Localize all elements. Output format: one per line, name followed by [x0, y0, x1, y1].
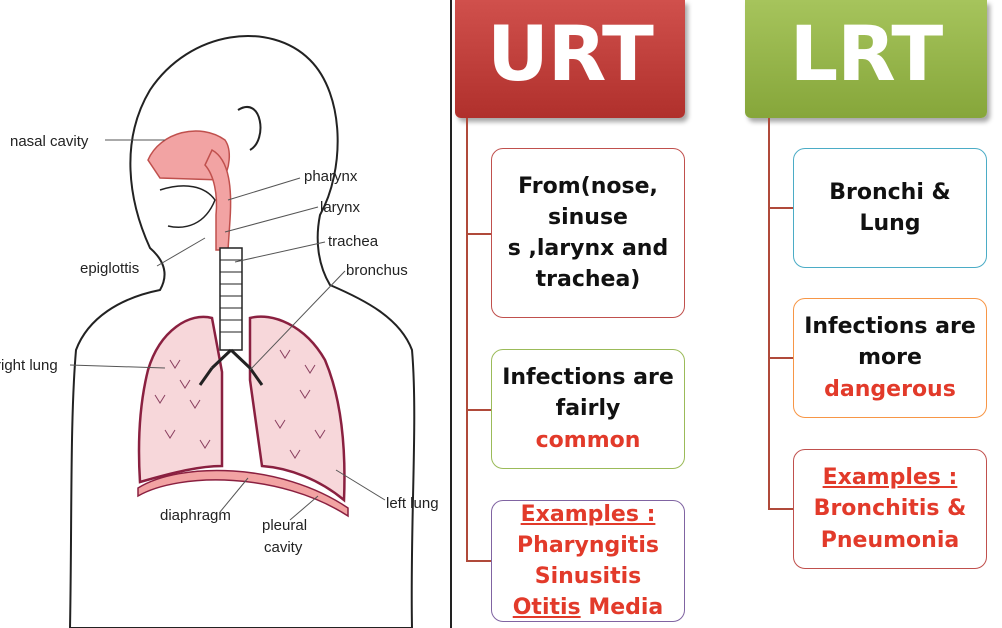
lrt-location-line1: Bronchi &	[829, 179, 951, 205]
lrt-connector-vertical	[768, 118, 770, 510]
urt-example-sinusitis: Sinusitis	[534, 564, 642, 589]
urt-frequency-line1: Infections are	[502, 365, 674, 391]
lrt-severity-box: Infections are more dangerous	[793, 298, 987, 418]
left-lung-shape	[248, 315, 346, 503]
label-nasal-cavity: nasal cavity	[10, 133, 89, 150]
lrt-examples-title: Examples :	[822, 465, 958, 491]
lrt-location-box: Bronchi & Lung	[793, 148, 987, 268]
lrt-connector-3	[768, 508, 793, 510]
urt-example-otitis: Otitis	[512, 595, 581, 621]
diaphragm-shape	[137, 469, 349, 518]
label-epiglottis: epiglottis	[80, 260, 139, 277]
respiratory-system-diagram: nasal cavity pharynx larynx trachea bron…	[0, 35, 439, 628]
urt-location-line2: sinuse	[548, 204, 628, 230]
ear-shape	[237, 106, 262, 151]
urt-examples-box: Examples : Pharyngitis Sinusitis Otitis …	[491, 500, 685, 622]
urt-example-media: Media	[580, 595, 664, 621]
label-cavity: cavity	[264, 539, 303, 556]
trachea-shape	[219, 247, 243, 351]
mouth-shape	[159, 185, 216, 228]
lrt-connector-2	[768, 357, 793, 359]
lrt-examples-box: Examples : Bronchitis & Pneumonia	[793, 449, 987, 569]
urt-header: URT	[455, 0, 685, 118]
urt-frequency-highlight: common	[535, 427, 641, 453]
lrt-connector-1	[768, 207, 793, 209]
lrt-title: LRT	[789, 9, 943, 98]
urt-location-line1: From(nose,	[518, 173, 658, 199]
label-right-lung: right lung	[0, 357, 58, 374]
lrt-example-pneumonia: Pneumonia	[820, 527, 960, 553]
urt-location-box: From(nose, sinuse s ,larynx and trachea)	[491, 148, 685, 318]
label-diaphragm: diaphragm	[160, 507, 231, 524]
label-pointer-lines	[69, 139, 386, 521]
urt-frequency-line2a: fairly	[555, 396, 621, 422]
lrt-header: LRT	[745, 0, 987, 118]
urt-example-pharyngitis: Pharyngitis	[517, 532, 659, 558]
urt-connector-3	[466, 560, 491, 562]
lrt-severity-line2: more	[858, 345, 922, 371]
bronchi-shape	[198, 348, 264, 386]
lrt-example-bronchitis: Bronchitis &	[813, 496, 967, 522]
lung-texture	[154, 349, 326, 459]
label-left-lung: left lung	[386, 495, 439, 512]
lrt-location-line2: Lung	[859, 211, 921, 236]
label-pharynx: pharynx	[304, 168, 358, 185]
urt-connector-2	[466, 409, 491, 411]
lrt-severity-highlight: dangerous	[824, 376, 956, 402]
urt-location-line4: trachea)	[535, 267, 641, 293]
label-larynx: larynx	[320, 199, 361, 216]
urt-title: URT	[487, 9, 654, 98]
panel-divider	[450, 0, 452, 628]
label-trachea: trachea	[328, 233, 379, 250]
right-lung-shape	[137, 315, 224, 484]
urt-location-line3: s ,larynx and	[507, 236, 669, 261]
label-bronchus: bronchus	[346, 262, 408, 279]
lrt-severity-line1: Infections are	[804, 314, 976, 340]
urt-examples-title: Examples :	[520, 501, 656, 527]
trachea-rings	[220, 259, 242, 333]
urt-connector-vertical	[466, 118, 468, 562]
urt-frequency-box: Infections are fairly common	[491, 349, 685, 469]
urt-connector-1	[466, 233, 491, 235]
label-pleural: pleural	[262, 517, 307, 534]
